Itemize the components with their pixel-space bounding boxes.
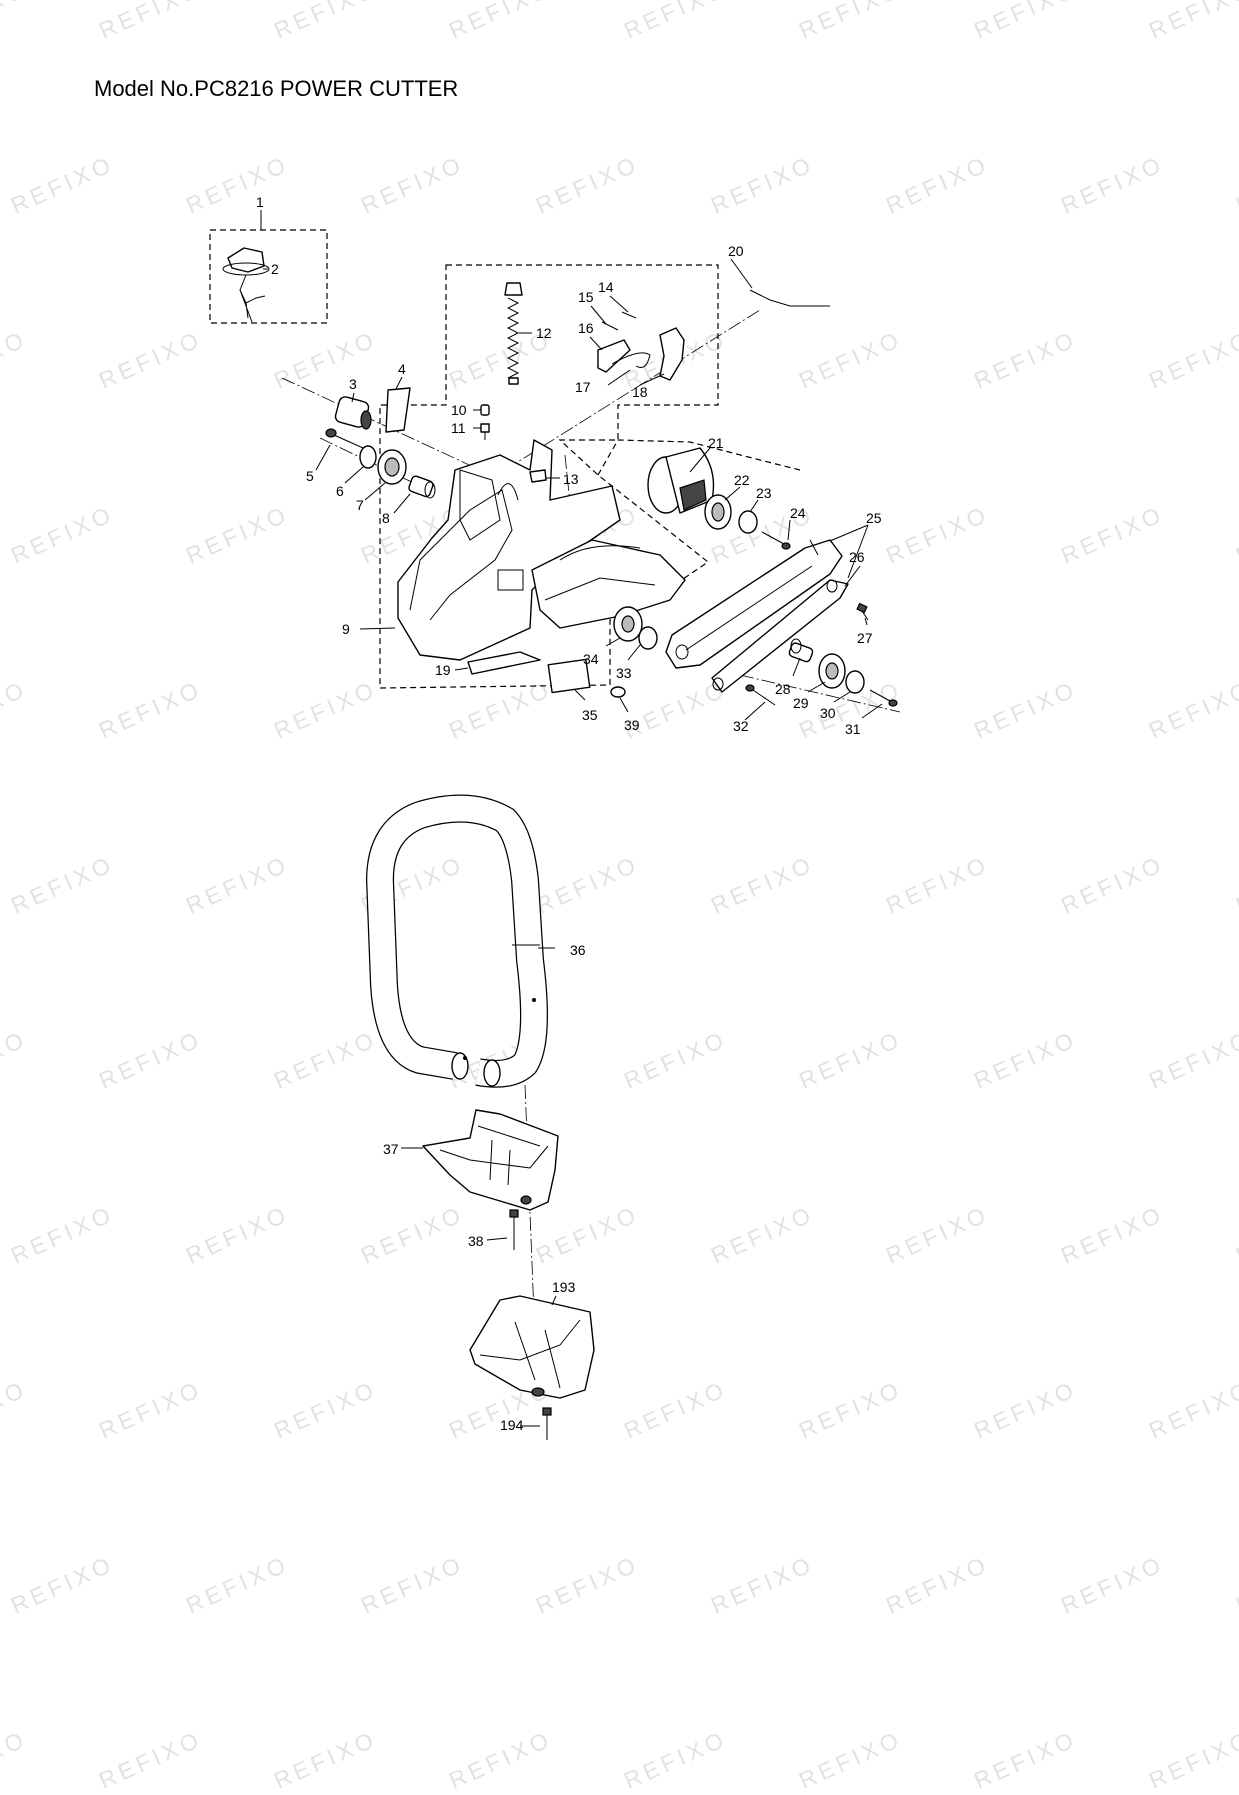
callout-4: 4 (398, 361, 406, 377)
plug-39 (610, 686, 626, 698)
pin-15 (601, 321, 619, 331)
fuel-cap-assembly (222, 247, 270, 323)
callout-12: 12 (536, 325, 552, 341)
bracket-26 (711, 579, 849, 693)
callout-14: 14 (598, 279, 614, 295)
callout-6: 6 (336, 483, 344, 499)
label-35 (547, 658, 591, 694)
page-title: Model No.PC8216 POWER CUTTER (94, 76, 459, 101)
group-box-1 (209, 229, 328, 324)
pin-14 (621, 311, 637, 319)
damper-21 (647, 447, 715, 514)
callout-36: 36 (570, 942, 586, 958)
callout-11: 11 (451, 420, 466, 436)
bolt-32 (745, 684, 776, 706)
washer-30 (845, 670, 865, 694)
collar-8 (408, 475, 436, 499)
bracket-25 (665, 539, 843, 669)
screw-38 (509, 1209, 519, 1250)
bumper-193 (469, 1295, 595, 1399)
collar-28 (788, 638, 814, 663)
callout-26: 26 (849, 549, 865, 565)
callout-194: 194 (500, 1417, 524, 1433)
spring-17 (611, 352, 651, 369)
bumper-37 (422, 1109, 559, 1211)
callout-23: 23 (756, 485, 772, 501)
trigger-18 (659, 327, 685, 381)
damper-29 (818, 653, 846, 689)
callout-20: 20 (728, 243, 744, 259)
leader-lines (260, 210, 883, 1427)
rod-20 (749, 289, 830, 307)
callout-30: 30 (820, 705, 836, 721)
callout-8: 8 (382, 510, 390, 526)
callout-22: 22 (734, 472, 750, 488)
callout-38: 38 (468, 1233, 484, 1249)
pad-4 (385, 387, 411, 433)
handlebar-36 (365, 794, 548, 1088)
callout-33: 33 (616, 665, 632, 681)
axis-line-31 (739, 674, 901, 713)
screw-27 (856, 602, 869, 621)
callout-39: 39 (624, 717, 640, 733)
callout-5: 5 (306, 468, 314, 484)
callout-9: 9 (342, 621, 350, 637)
spring-rod-12 (504, 282, 523, 385)
washer-33 (638, 626, 658, 650)
callout-31: 31 (845, 721, 861, 737)
lever-16 (597, 339, 631, 373)
label-recess (497, 569, 524, 591)
collar-23 (738, 510, 758, 534)
callout-25: 25 (866, 510, 882, 526)
callout-27: 27 (857, 630, 873, 646)
callout-15: 15 (578, 289, 594, 305)
callout-18: 18 (632, 384, 648, 400)
damper-3 (334, 396, 372, 430)
group-box-9 (379, 264, 719, 689)
bolt-31 (869, 689, 898, 707)
callout-32: 32 (733, 718, 749, 734)
screw-194 (542, 1407, 552, 1440)
washer-6 (359, 445, 377, 469)
callout-labels: 1 2 3 4 5 6 7 8 9 10 11 12 13 14 15 16 1… (256, 194, 882, 1433)
callout-16: 16 (578, 320, 594, 336)
bolt-24 (761, 531, 791, 550)
callout-28: 28 (775, 681, 791, 697)
callout-17: 17 (575, 379, 591, 395)
callout-21: 21 (708, 435, 724, 451)
callout-19: 19 (435, 662, 451, 678)
callout-193: 193 (552, 1279, 576, 1295)
axis-line-left (281, 377, 481, 471)
group-box-21 (597, 439, 801, 476)
callout-37: 37 (383, 1141, 399, 1157)
callout-13: 13 (563, 471, 579, 487)
callout-10: 10 (451, 402, 467, 418)
axis-line-top (504, 309, 761, 471)
part-13 (529, 469, 547, 483)
washer-22 (704, 494, 732, 530)
axis-line-bumper (524, 1084, 536, 1341)
callout-34: 34 (583, 651, 599, 667)
damper-7 (377, 449, 407, 485)
callout-35: 35 (582, 707, 598, 723)
exploded-parts-diagram: 1 2 3 4 5 6 7 8 9 10 11 12 13 14 15 16 1… (209, 194, 901, 1440)
callout-29: 29 (793, 695, 809, 711)
plug-10 (480, 404, 490, 416)
callout-1: 1 (256, 194, 264, 210)
callout-7: 7 (356, 497, 364, 513)
screw-11 (480, 423, 490, 440)
callout-24: 24 (790, 505, 806, 521)
label-19 (467, 651, 541, 675)
callout-2: 2 (271, 261, 279, 277)
housing-9 (397, 439, 686, 661)
callout-3: 3 (349, 376, 357, 392)
damper-34 (613, 606, 643, 642)
